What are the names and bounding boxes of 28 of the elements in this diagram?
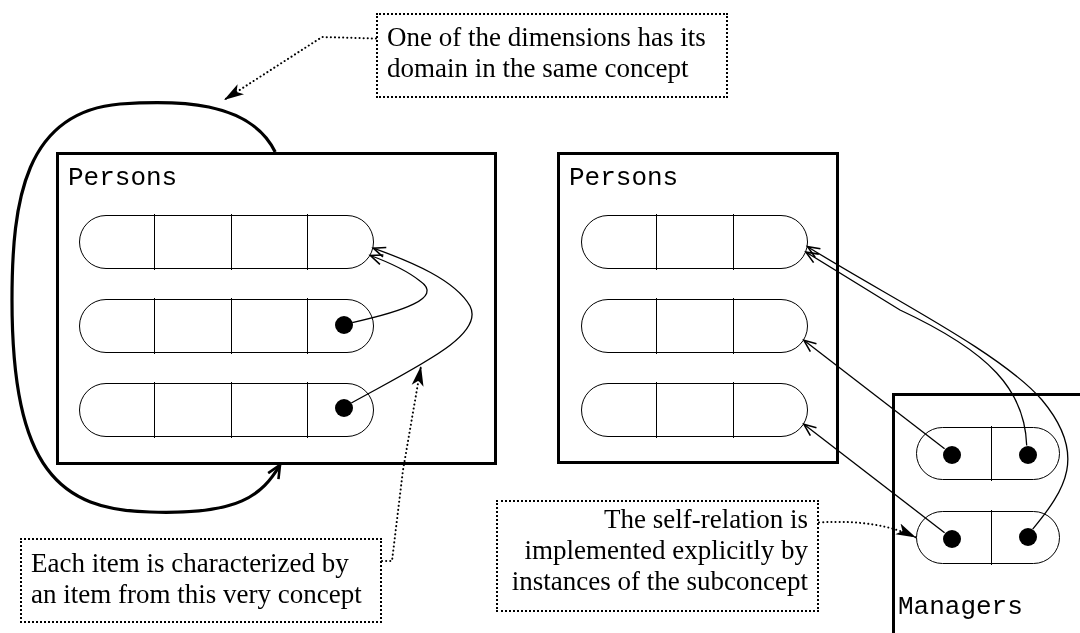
- concept-box: [56, 152, 497, 465]
- value-dot: [1018, 445, 1037, 464]
- arrow: [350, 246, 473, 404]
- self-loop-arrow: [10, 100, 282, 514]
- concept-title: Managers: [898, 593, 1023, 621]
- note-box: [20, 538, 382, 623]
- leader-line: [818, 520, 917, 539]
- note-text: Each item is characterized by an item from this very concept: [31, 548, 363, 610]
- leader-line: [223, 36, 377, 101]
- note-box: [376, 13, 728, 98]
- note-box: [496, 500, 819, 612]
- arrow: [806, 245, 1069, 530]
- value-dot: [942, 445, 961, 464]
- concept-box: [892, 393, 1080, 633]
- concept-box: [557, 152, 839, 464]
- arrow: [351, 254, 428, 324]
- concept-title: Persons: [569, 164, 679, 192]
- arrow: [803, 423, 946, 534]
- note-text: The self-relation is implemented explicitly by instances of the subconcept: [510, 504, 808, 597]
- arrow: [805, 251, 1028, 447]
- arrow: [803, 339, 946, 450]
- note-text: One of the dimensions has its domain in the same concept: [387, 22, 707, 84]
- value-dot: [334, 398, 353, 417]
- concept-title: Persons: [68, 164, 178, 192]
- value-dot: [334, 315, 353, 334]
- leader-line: [381, 365, 424, 562]
- value-dot: [942, 529, 961, 548]
- value-dot: [1018, 527, 1037, 546]
